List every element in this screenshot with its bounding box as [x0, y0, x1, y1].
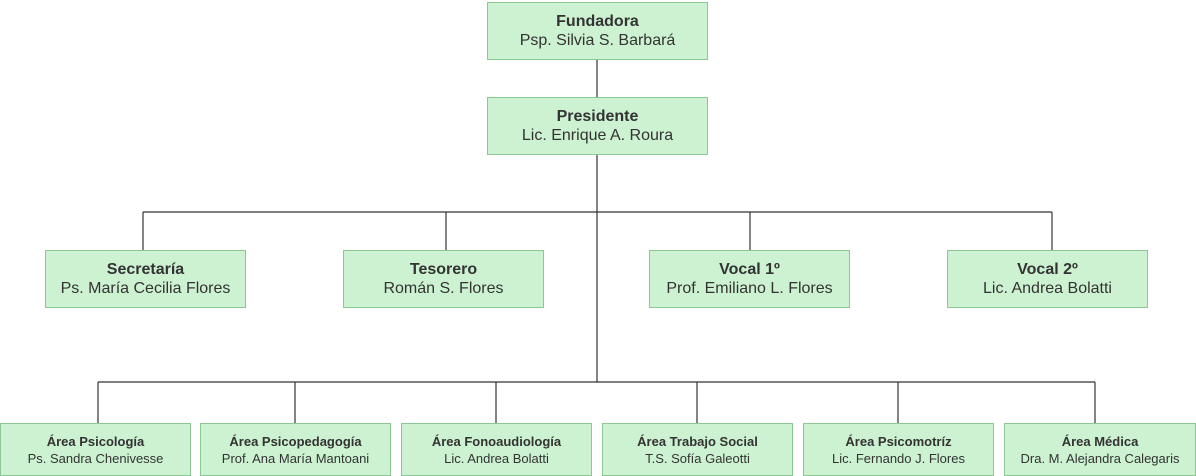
- board-person: Prof. Emiliano L. Flores: [666, 280, 833, 297]
- area-role: Área Psicología: [46, 433, 145, 449]
- area-box-psicopedagogia: Área Psicopedagogía Prof. Ana María Mant…: [200, 423, 391, 476]
- board-role: Tesorero: [409, 261, 478, 278]
- area-role: Área Fonoaudiología: [431, 433, 562, 449]
- president-box: Presidente Lic. Enrique A. Roura: [487, 97, 708, 155]
- area-box-psicologia: Área Psicología Ps. Sandra Chenivesse: [0, 423, 191, 476]
- board-person: Ps. María Cecilia Flores: [60, 280, 231, 297]
- board-box-secretaria: Secretaría Ps. María Cecilia Flores: [45, 250, 246, 308]
- board-box-vocal-2: Vocal 2º Lic. Andrea Bolatti: [947, 250, 1148, 308]
- area-person: Lic. Fernando J. Flores: [832, 450, 965, 466]
- founder-role: Fundadora: [556, 13, 639, 30]
- area-box-psicomotriz: Área Psicomotríz Lic. Fernando J. Flores: [803, 423, 994, 476]
- board-role: Vocal 2º: [1017, 261, 1078, 278]
- area-role: Área Psicopedagogía: [229, 433, 362, 449]
- founder-person: Psp. Silvia S. Barbará: [519, 32, 676, 49]
- board-box-vocal-1: Vocal 1º Prof. Emiliano L. Flores: [649, 250, 850, 308]
- president-person: Lic. Enrique A. Roura: [521, 127, 674, 144]
- board-person: Lic. Andrea Bolatti: [983, 280, 1112, 297]
- area-role: Área Psicomotríz: [845, 433, 952, 449]
- area-person: Prof. Ana María Mantoani: [221, 450, 370, 466]
- board-role: Secretaría: [106, 261, 185, 278]
- area-person: Ps. Sandra Chenivesse: [27, 450, 164, 466]
- area-person: Lic. Andrea Bolatti: [444, 450, 549, 466]
- area-box-trabajo-social: Área Trabajo Social T.S. Sofía Galeotti: [602, 423, 793, 476]
- area-person: T.S. Sofía Galeotti: [645, 450, 750, 466]
- president-role: Presidente: [556, 108, 639, 125]
- board-box-tesorero: Tesorero Román S. Flores: [343, 250, 544, 308]
- board-person: Román S. Flores: [383, 280, 504, 297]
- area-box-medica: Área Médica Dra. M. Alejandra Calegaris: [1004, 423, 1196, 476]
- board-role: Vocal 1º: [719, 261, 780, 278]
- area-role: Área Médica: [1061, 433, 1139, 449]
- founder-box: Fundadora Psp. Silvia S. Barbará: [487, 2, 708, 60]
- area-person: Dra. M. Alejandra Calegaris: [1020, 450, 1180, 466]
- area-role: Área Trabajo Social: [637, 433, 758, 449]
- area-box-fonoaudiologia: Área Fonoaudiología Lic. Andrea Bolatti: [401, 423, 592, 476]
